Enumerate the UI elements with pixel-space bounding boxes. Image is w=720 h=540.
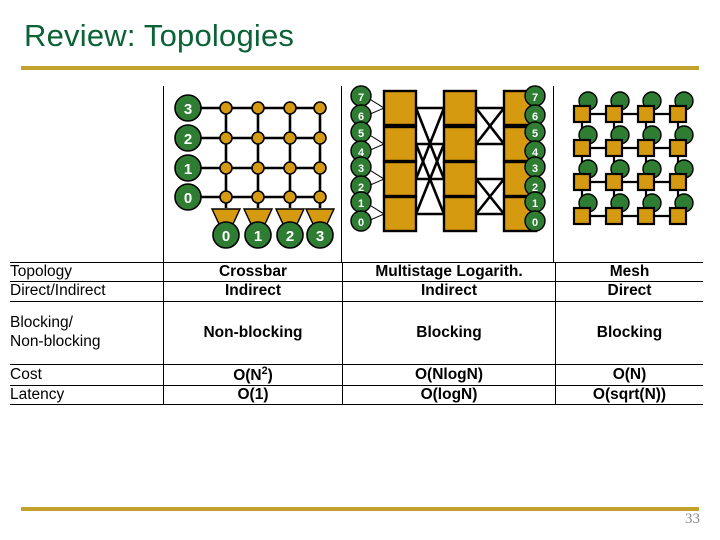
table-row: Cost O(N2) O(NlogN) O(N) [10,363,703,386]
svg-text:0: 0 [532,217,538,229]
cell-topology-multistage: Multistage Logarith. [342,261,556,283]
title-divider [21,66,699,70]
svg-text:0: 0 [358,217,364,229]
crossbar-output-nodes: 0 1 2 3 [212,221,334,249]
svg-text:5: 5 [532,128,538,140]
cell-topology-crossbar: Crossbar [163,261,343,283]
crossbar-input-nodes: 3 2 1 0 [174,94,202,211]
column-divider-1 [163,86,165,262]
cell-blocking-multistage: Blocking [342,300,556,365]
svg-text:1: 1 [532,198,538,210]
svg-text:1: 1 [254,228,262,245]
svg-text:4: 4 [532,147,539,159]
cell-direct-mesh: Direct [555,281,703,302]
svg-text:4: 4 [358,147,365,159]
page-title: Review: Topologies [24,18,295,53]
svg-text:1: 1 [184,161,192,178]
table-row: Latency O(1) O(logN) O(sqrt(N)) [10,384,703,406]
cell-direct-crossbar: Indirect [163,281,343,302]
multistage-left-terminals: 7 6 5 4 3 2 1 0 [350,85,372,232]
svg-text:7: 7 [532,92,538,104]
svg-text:2: 2 [184,131,192,148]
column-divider-3 [553,86,555,262]
svg-text:3: 3 [316,228,324,245]
page-number: 33 [685,511,700,527]
table-row: Topology Crossbar Multistage Logarith. M… [10,261,703,283]
cell-blocking-crossbar: Non-blocking [163,300,343,365]
svg-text:5: 5 [358,128,364,140]
svg-text:1: 1 [358,198,364,210]
cell-blocking-mesh: Blocking [555,300,703,365]
svg-text:0: 0 [222,228,230,245]
crossbar-diagram: 3 2 1 0 0 1 2 3 [168,82,338,262]
footer-divider [21,507,699,511]
topology-diagram-band: 3 2 1 0 0 1 2 3 [0,82,720,262]
cell-latency-crossbar: O(1) [163,384,343,406]
column-divider-2 [341,86,343,262]
svg-text:2: 2 [358,182,364,194]
row-label-blocking-line1: Blocking/ [10,314,73,332]
row-label-blocking: Blocking/ Non-blocking [10,300,164,365]
svg-text:6: 6 [532,111,538,123]
row-label-blocking-line2: Non-blocking [10,332,101,350]
svg-text:3: 3 [184,101,192,118]
svg-text:0: 0 [184,190,192,207]
table-row: Direct/Indirect Indirect Indirect Direct [10,281,703,302]
row-label-direct-indirect: Direct/Indirect [10,281,164,302]
multistage-right-terminals: 7 6 5 4 3 2 1 0 [524,85,546,232]
cell-latency-multistage: O(logN) [342,384,556,406]
cell-direct-multistage: Indirect [342,281,556,302]
cell-topology-mesh: Mesh [555,261,703,283]
row-label-latency: Latency [10,384,164,406]
svg-text:6: 6 [358,111,364,123]
svg-text:2: 2 [532,182,538,194]
mesh-diagram [560,82,710,262]
svg-text:7: 7 [358,92,364,104]
cell-cost-crossbar: O(N2) [163,363,343,386]
cell-latency-mesh: O(sqrt(N)) [555,384,703,406]
cell-cost-mesh: O(N) [555,363,703,386]
svg-text:3: 3 [358,163,364,175]
svg-text:2: 2 [286,228,294,245]
row-label-cost: Cost [10,363,164,386]
multistage-diagram: 7 6 5 4 3 2 1 0 7 6 [348,82,548,262]
topology-comparison-table: Topology Crossbar Multistage Logarith. M… [10,261,703,406]
cell-cost-multistage: O(NlogN) [342,363,556,386]
table-row: Blocking/ Non-blocking Non-blocking Bloc… [10,300,703,365]
svg-text:3: 3 [532,163,538,175]
row-label-topology: Topology [10,261,164,283]
